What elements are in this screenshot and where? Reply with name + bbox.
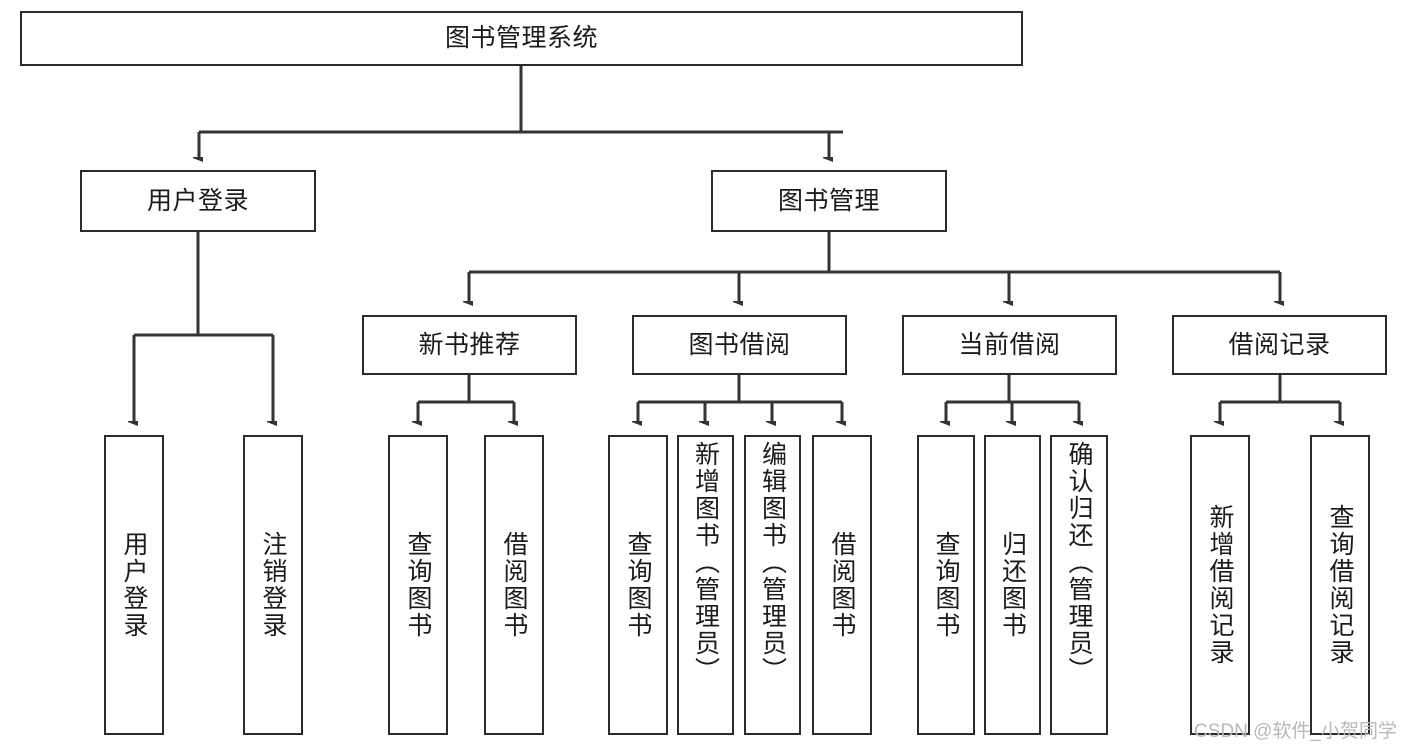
leaf-query-book-borrow-label: 查询图书: [624, 531, 652, 639]
leaf-query-book-recommend-label: 查询图书: [404, 531, 432, 639]
leaf-edit-book[interactable]: 编辑图书（管理员）: [744, 435, 801, 735]
leaf-query-book-borrow[interactable]: 查询图书: [608, 435, 668, 735]
leaf-add-book-label: 新增图书（管理员）: [691, 441, 720, 684]
leaf-borrow-book-recommend-label: 借阅图书: [500, 531, 528, 639]
node-root[interactable]: 图书管理系统: [20, 11, 1023, 66]
node-user-login-label: 用户登录: [146, 186, 249, 215]
node-borrow-record-label: 借阅记录: [1228, 330, 1331, 359]
node-new-book-recommend[interactable]: 新书推荐: [362, 315, 577, 375]
leaf-add-borrow-record[interactable]: 新增借阅记录: [1190, 435, 1250, 735]
leaf-query-book-current-label: 查询图书: [932, 531, 960, 639]
watermark: CSDN @软件_小贺同学: [1194, 721, 1397, 742]
node-current-borrow-label: 当前借阅: [958, 330, 1061, 359]
leaf-borrow-book-recommend[interactable]: 借阅图书: [484, 435, 544, 735]
node-current-borrow[interactable]: 当前借阅: [902, 315, 1117, 375]
leaf-borrow-book-label: 借阅图书: [828, 531, 856, 639]
leaf-user-login[interactable]: 用户登录: [104, 435, 164, 735]
leaf-logout-label: 注销登录: [259, 531, 287, 639]
leaf-logout[interactable]: 注销登录: [243, 435, 303, 735]
leaf-user-login-label: 用户登录: [120, 531, 148, 639]
node-borrow-record[interactable]: 借阅记录: [1172, 315, 1387, 375]
node-book-borrow-label: 图书借阅: [688, 330, 791, 359]
leaf-borrow-book[interactable]: 借阅图书: [812, 435, 872, 735]
leaf-return-book-label: 归还图书: [998, 531, 1027, 639]
leaf-edit-book-label: 编辑图书（管理员）: [758, 441, 787, 684]
leaf-query-book-recommend[interactable]: 查询图书: [388, 435, 448, 735]
leaf-confirm-return[interactable]: 确认归还（管理员）: [1050, 435, 1108, 735]
leaf-query-book-current[interactable]: 查询图书: [917, 435, 975, 735]
node-book-management-label: 图书管理: [777, 186, 880, 215]
leaf-add-book[interactable]: 新增图书（管理员）: [677, 435, 734, 735]
node-root-label: 图书管理系统: [444, 24, 598, 53]
leaf-confirm-return-label: 确认归还（管理员）: [1065, 441, 1093, 684]
node-book-management[interactable]: 图书管理: [711, 170, 947, 232]
node-book-borrow[interactable]: 图书借阅: [632, 315, 847, 375]
leaf-query-borrow-record-label: 查询借阅记录: [1326, 504, 1354, 666]
leaf-add-borrow-record-label: 新增借阅记录: [1206, 504, 1234, 666]
leaf-query-borrow-record[interactable]: 查询借阅记录: [1310, 435, 1370, 735]
leaf-return-book[interactable]: 归还图书: [984, 435, 1041, 735]
node-user-login[interactable]: 用户登录: [80, 170, 316, 232]
node-new-book-recommend-label: 新书推荐: [418, 330, 521, 359]
